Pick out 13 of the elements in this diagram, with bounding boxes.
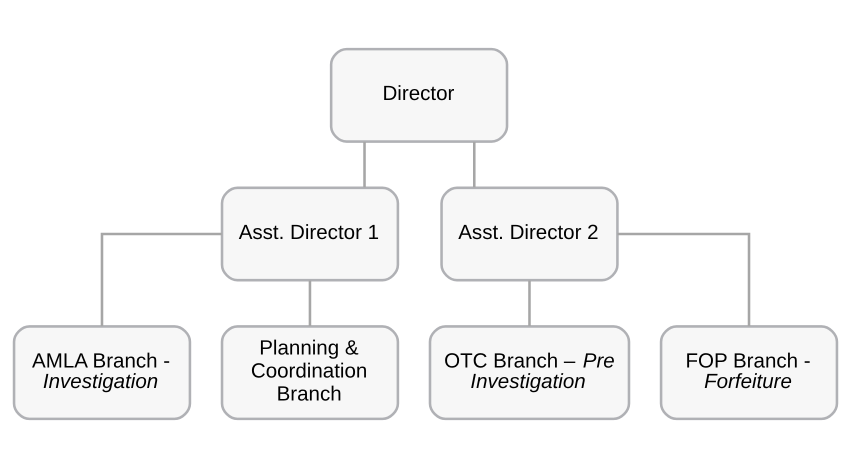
node-box: Asst. Director 1 xyxy=(220,186,400,282)
node-box: AMLA Branch - Investigation xyxy=(12,325,192,420)
connector xyxy=(473,142,476,188)
connector xyxy=(528,280,531,326)
node-box: Director xyxy=(330,48,508,143)
node-box: OTC Branch – Pre Investigation xyxy=(428,325,630,420)
connector xyxy=(100,232,222,326)
connector xyxy=(308,280,312,326)
node-box: FOP Branch - Forfeiture xyxy=(660,325,838,420)
node-box: Planning & Coordination Branch xyxy=(220,325,400,420)
connector xyxy=(618,232,750,326)
node-box: Asst. Director 2 xyxy=(440,186,619,282)
connector xyxy=(363,142,366,188)
